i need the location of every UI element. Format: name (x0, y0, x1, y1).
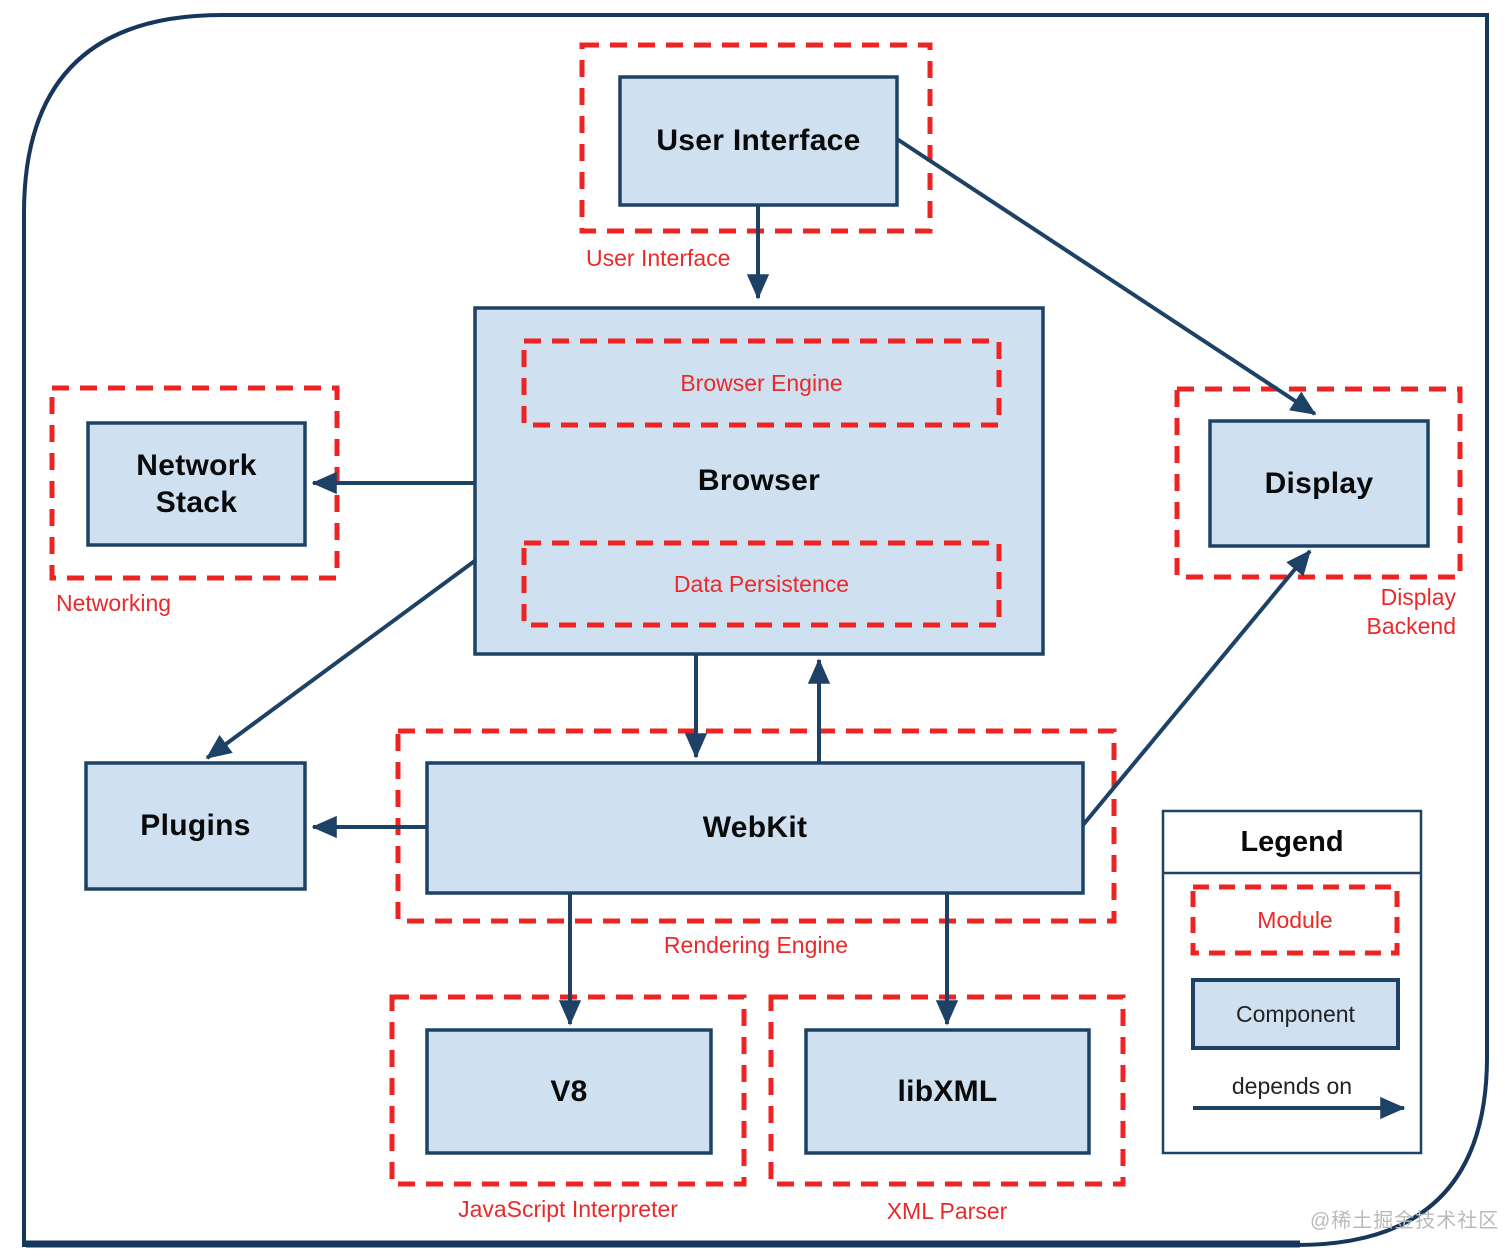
arrow-browser-to-plugins (205, 558, 478, 760)
arrow-ui-to-display (895, 137, 1317, 416)
node-browser-box (473, 306, 1045, 656)
node-plugins-box (84, 761, 307, 891)
node-display-box (1208, 419, 1430, 548)
node-webkit-box (425, 761, 1085, 895)
module-data-persistence-box (521, 540, 1002, 628)
module-browser-engine-box (521, 338, 1002, 428)
node-libxml-box (804, 1028, 1091, 1155)
module-display-backend-box (1174, 386, 1463, 580)
arrow-webkit-to-display (1081, 549, 1312, 827)
node-network-stack-box (86, 421, 307, 547)
node-v8-box (425, 1028, 713, 1155)
node-user-interface-box (618, 75, 899, 207)
legend-component-sample-box (1191, 978, 1400, 1050)
legend-module-sample-box (1190, 884, 1400, 956)
